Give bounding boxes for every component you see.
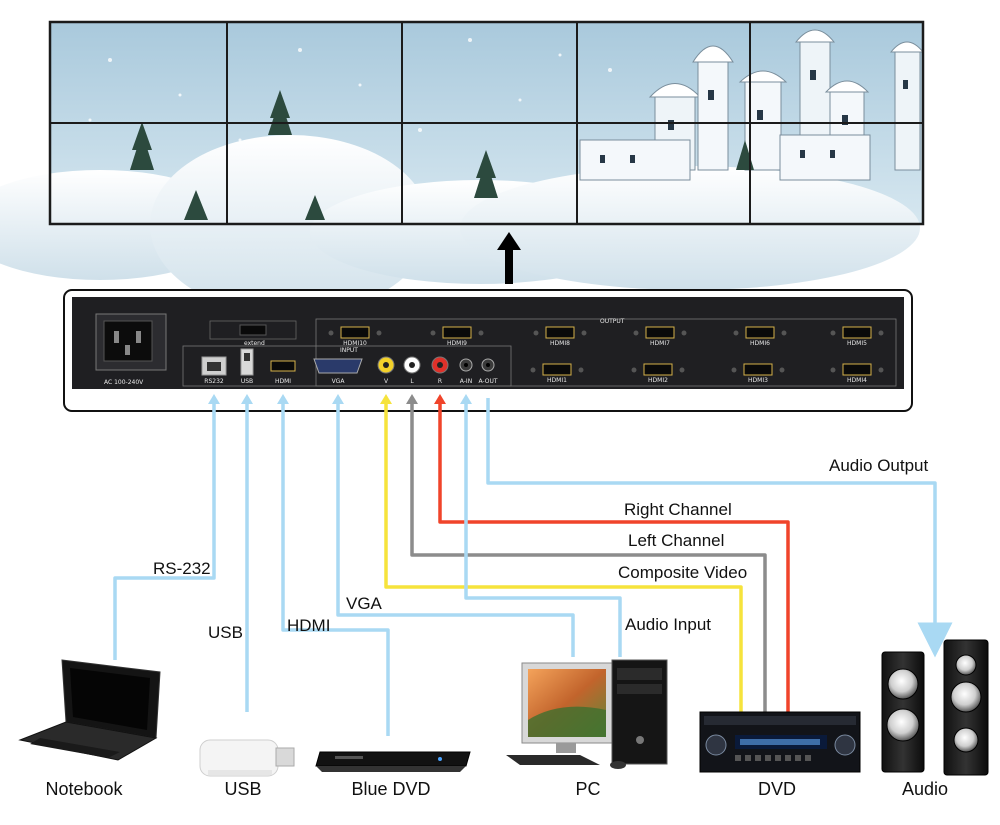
dvd-device (699, 711, 861, 773)
usb-stick-device (199, 739, 295, 777)
wire-label-usb: USB (208, 623, 243, 642)
input-port-l: L (403, 356, 421, 385)
wire-rs-232 (113, 398, 216, 660)
wire-right-channel (438, 398, 790, 712)
input-ports: RS232 USB HDMI VGA V L R A-IN A-OUT (201, 348, 498, 385)
output-port-label: HDMI3 (748, 377, 768, 384)
input-port-label: R (438, 378, 442, 385)
input-port-label: A-OUT (478, 378, 497, 385)
output-port-hdmi5: HDMI5 (830, 326, 884, 347)
input-port-r: R (431, 356, 449, 385)
output-port-hdmi6: HDMI6 (733, 326, 787, 347)
device-label-blue-dvd: Blue DVD (351, 779, 430, 799)
up-arrow-icon (497, 232, 521, 284)
wire-label-composite-video: Composite Video (618, 563, 747, 582)
output-port-label: HDMI4 (847, 377, 867, 384)
extend-label: extend (244, 340, 265, 347)
device-label-notebook: Notebook (45, 779, 123, 799)
video-wall (0, 20, 925, 315)
wire-label-left-channel: Left Channel (628, 531, 724, 550)
power-socket: AC 100-240V (95, 313, 167, 386)
wire-label-hdmi: HDMI (287, 616, 330, 635)
wire-composite-video (384, 398, 743, 712)
device-labels: Notebook USB Blue DVD PC DVD Audio (45, 779, 948, 799)
output-port-hdmi10: HDMI10 (328, 326, 382, 347)
castle (579, 29, 925, 181)
output-port-label: HDMI7 (650, 340, 670, 347)
device-label-pc: PC (575, 779, 600, 799)
device-label-usb: USB (224, 779, 261, 799)
output-port-label: HDMI5 (847, 340, 867, 347)
wire-arrowhead (277, 394, 289, 404)
wire-label-rs-232: RS-232 (153, 559, 211, 578)
input-port-label: V (384, 378, 389, 385)
input-port-v: V (377, 356, 395, 385)
wire-label-audio-output: Audio Output (829, 456, 929, 475)
wire-arrowhead (460, 394, 472, 404)
output-port-label: HDMI8 (550, 340, 570, 347)
output-port-hdmi1: HDMI1 (530, 363, 584, 384)
output-port-hdmi2: HDMI2 (631, 363, 685, 384)
input-port-a-out: A-OUT (478, 358, 498, 385)
wire-left-channel (410, 398, 767, 712)
wire-vga (336, 398, 575, 657)
connection-wires (113, 394, 953, 736)
output-port-label: HDMI9 (447, 340, 467, 347)
device-label-dvd: DVD (758, 779, 796, 799)
input-port-label: A-IN (460, 378, 472, 385)
wire-label-audio-input: Audio Input (625, 615, 711, 634)
audio-speakers-device (881, 639, 989, 776)
wire-label-right-channel: Right Channel (624, 500, 732, 519)
wire-hdmi (281, 398, 390, 736)
output-port-hdmi9: HDMI9 (430, 326, 484, 347)
output-port-hdmi8: HDMI8 (533, 326, 587, 347)
output-port-label: HDMI6 (750, 340, 770, 347)
output-label: OUTPUT (600, 318, 625, 325)
input-port-a-in: A-IN (459, 358, 473, 385)
output-port-hdmi7: HDMI7 (633, 326, 687, 347)
wire-arrowhead (241, 394, 253, 404)
wire-arrowhead (332, 394, 344, 404)
input-port-label: VGA (332, 378, 346, 385)
input-port-label: L (410, 378, 414, 385)
input-label: INPUT (340, 347, 358, 354)
wire-audio-output (486, 398, 953, 658)
input-port-label: RS232 (204, 378, 224, 385)
wire-arrowhead (208, 394, 220, 404)
input-port-rs232: RS232 (201, 356, 227, 385)
input-port-hdmi: HDMI (270, 360, 296, 385)
wire-arrowhead (380, 394, 392, 404)
wire-arrowhead (406, 394, 418, 404)
input-port-label: USB (241, 378, 253, 385)
device-label-audio: Audio (902, 779, 948, 799)
output-port-hdmi3: HDMI3 (731, 363, 785, 384)
input-port-vga: VGA (313, 358, 363, 385)
input-port-label: HDMI (275, 378, 291, 385)
output-port-label: HDMI10 (343, 340, 367, 347)
output-port-label: HDMI2 (648, 377, 668, 384)
output-port-hdmi4: HDMI4 (830, 363, 884, 384)
pine-trees (130, 90, 754, 220)
input-port-usb: USB (240, 348, 254, 385)
notebook-device (18, 659, 161, 761)
wire-arrowhead (434, 394, 446, 404)
output-port-label: HDMI1 (547, 377, 567, 384)
wall-bezels (50, 22, 923, 224)
wire-label-vga: VGA (346, 594, 383, 613)
blue-dvd-device (315, 751, 471, 772)
controller-back-panel: AC 100-240V extend INPUT OUTPUT RS232 USB… (63, 289, 913, 412)
power-label: AC 100-240V (104, 379, 144, 386)
wire-audio-input (464, 398, 622, 657)
pc-device (506, 659, 668, 769)
